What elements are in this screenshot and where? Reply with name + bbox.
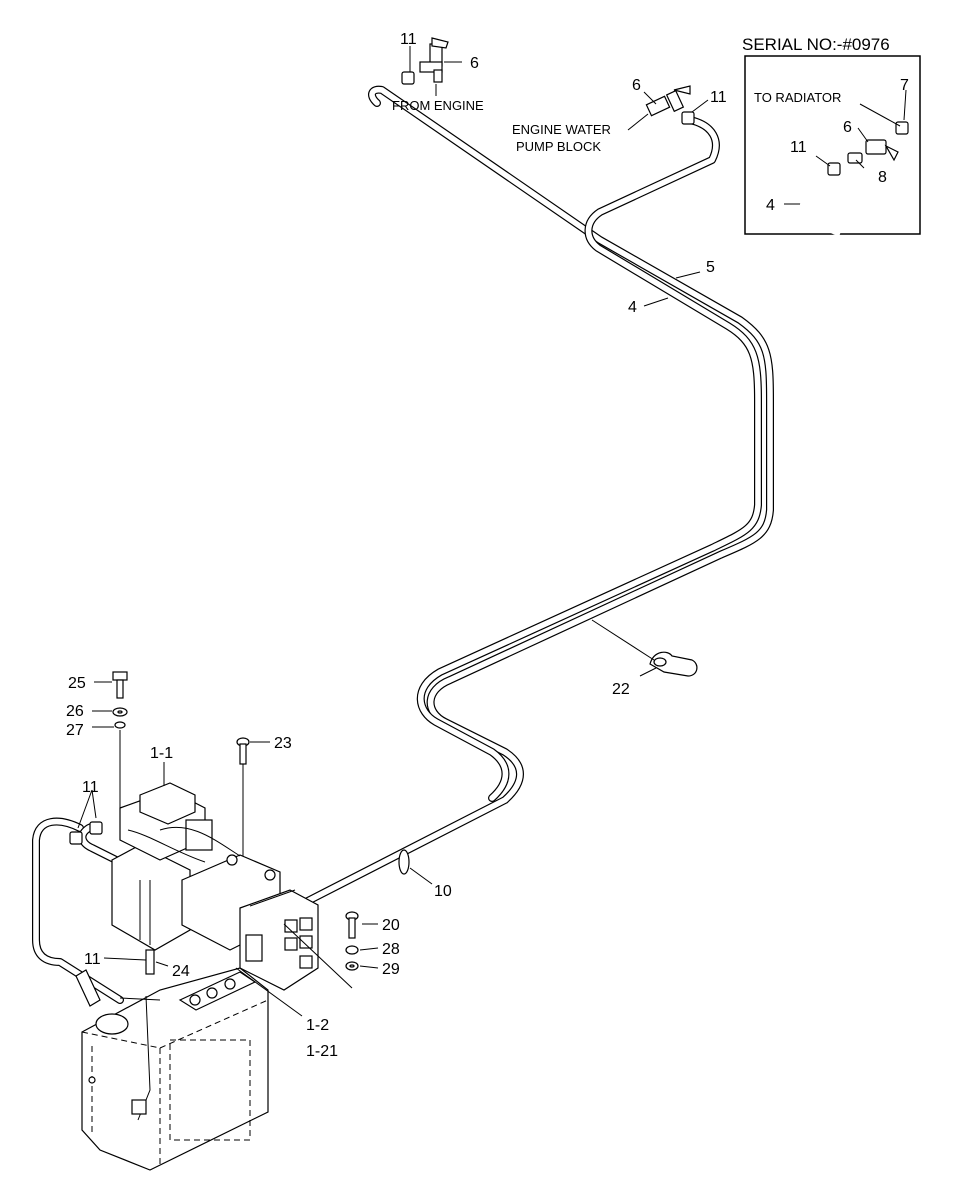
- callout-4: 4: [628, 299, 637, 316]
- inset-panel: [744, 55, 921, 237]
- callout-25: 25: [68, 675, 86, 692]
- callout-22: 22: [612, 681, 630, 698]
- serial-number: SERIAL NO:-#0976: [742, 35, 890, 54]
- heater-unit: [111, 782, 319, 991]
- drain-cock-top: [401, 37, 449, 85]
- heater-hose-pair: [296, 85, 774, 909]
- callout-11-inset: 11: [790, 139, 807, 156]
- callout-20: 20: [382, 917, 400, 934]
- callout-26: 26: [66, 703, 84, 720]
- callout-29: 29: [382, 961, 400, 978]
- callout-11-mid: 11: [710, 89, 727, 106]
- callout-6-top: 6: [470, 55, 479, 72]
- callout-7-inset: 7: [900, 77, 909, 94]
- fuel-tank: [75, 967, 269, 1171]
- callout-1-1: 1-1: [150, 745, 173, 762]
- callout-1-21: 1-21: [306, 1043, 338, 1060]
- pipe-24: [103, 949, 169, 975]
- note-to-radiator: TO RADIATOR: [754, 90, 841, 105]
- callout-1-2: 1-2: [306, 1017, 329, 1034]
- callout-5: 5: [706, 259, 715, 276]
- callout-11-bottom: 11: [84, 951, 101, 968]
- callout-27: 27: [66, 722, 84, 739]
- callout-8-inset: 8: [878, 169, 887, 186]
- callout-10: 10: [434, 883, 452, 900]
- left-fittings-11: [69, 789, 103, 845]
- cock-engine-water-pump: [645, 85, 695, 125]
- callout-28: 28: [382, 941, 400, 958]
- callout-6-inset: 6: [843, 119, 852, 136]
- callout-6-mid: 6: [632, 77, 641, 94]
- callout-11-top: 11: [400, 31, 417, 48]
- note-engine-water-line2: PUMP BLOCK: [516, 139, 601, 154]
- callout-24: 24: [172, 963, 190, 980]
- callout-4-inset: 4: [766, 197, 775, 214]
- callout-23: 23: [274, 735, 292, 752]
- bolt-20-stack: [283, 911, 379, 989]
- leader-lines: [163, 46, 709, 1017]
- bolt-25-stack: [92, 671, 128, 836]
- note-from-engine: FROM ENGINE: [392, 98, 484, 113]
- hose-clamp-10: [398, 849, 410, 875]
- clamp-22: [591, 619, 698, 677]
- callout-11-left: 11: [82, 779, 99, 796]
- note-engine-water-line1: ENGINE WATER: [512, 122, 611, 137]
